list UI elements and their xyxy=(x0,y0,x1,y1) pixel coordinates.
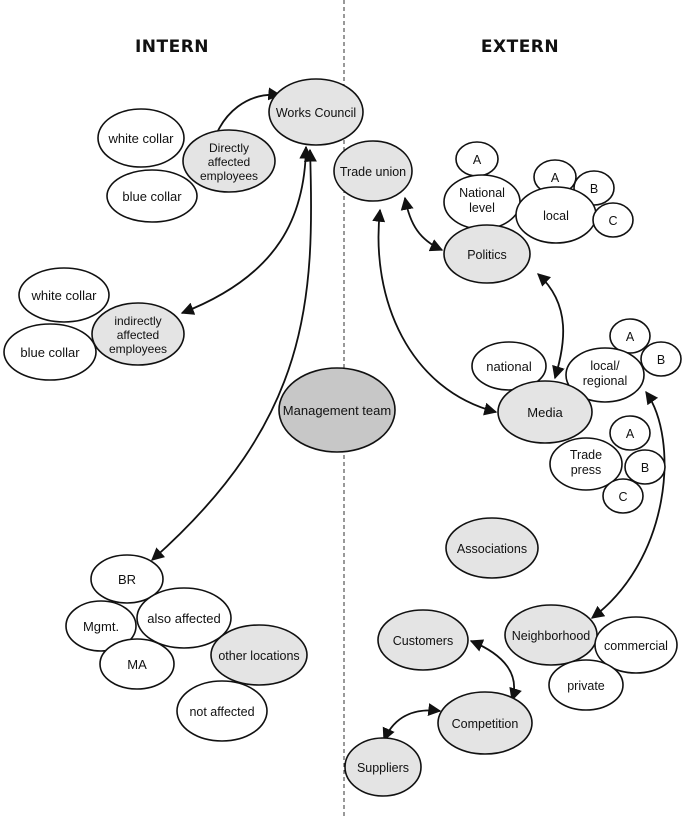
node-br: BR xyxy=(90,554,164,604)
node-management-team-label: Management team xyxy=(283,403,391,418)
node-trade-c-label: C xyxy=(618,490,627,504)
node-white-collar-directly: white collar xyxy=(97,108,185,168)
node-br-label: BR xyxy=(118,572,136,587)
node-commercial-label: commercial xyxy=(604,639,668,653)
node-trade-press: Trade press xyxy=(549,437,623,491)
node-local-regional-line1: local/ xyxy=(590,359,620,373)
node-competition-label: Competition xyxy=(452,717,519,731)
node-trade-press-line1: Trade xyxy=(570,448,602,462)
node-indirectly-affected-employees: indirectly affected employees xyxy=(91,302,185,366)
node-local-regional: local/ regional xyxy=(565,347,645,403)
node-regional-b-label: B xyxy=(657,353,665,367)
arrow-works-council-locations xyxy=(151,148,317,561)
node-politics-a: A xyxy=(455,141,499,177)
node-not-affected-label: not affected xyxy=(189,705,254,719)
arrow-politics-media xyxy=(537,273,565,380)
node-trade-union: Trade union xyxy=(333,140,413,202)
node-competition: Competition xyxy=(437,691,533,755)
node-trade-a-label: A xyxy=(626,427,635,441)
node-management-team: Management team xyxy=(278,367,396,453)
node-regional-b: B xyxy=(640,341,682,377)
node-also-affected: also affected xyxy=(136,587,232,649)
arrow-trade-union-politics xyxy=(400,196,444,252)
node-indirectly-affected-line2: affected xyxy=(117,328,159,342)
node-blue-collar-directly: blue collar xyxy=(106,169,198,223)
node-directly-affected-line3: employees xyxy=(200,169,258,183)
node-associations: Associations xyxy=(445,517,539,579)
node-national-label: national xyxy=(486,359,532,374)
node-other-locations: other locations xyxy=(210,624,308,686)
arrow-suppliers-competition xyxy=(382,703,442,742)
node-trade-union-label: Trade union xyxy=(340,165,406,179)
node-works-council-label: Works Council xyxy=(276,106,356,120)
node-local: local xyxy=(515,186,597,244)
node-national: national xyxy=(471,341,547,391)
node-associations-label: Associations xyxy=(457,542,527,556)
node-mgmt: Mgmt. xyxy=(65,600,137,652)
node-local-c-label: C xyxy=(608,214,617,228)
node-directly-affected-line2: affected xyxy=(208,155,250,169)
node-directly-affected-employees: Directly affected employees xyxy=(182,129,276,193)
node-regional-a: A xyxy=(609,318,651,354)
heading-intern: INTERN xyxy=(135,37,209,57)
node-local-b-label: B xyxy=(590,182,598,196)
node-blue-collar-indirectly-label: blue collar xyxy=(20,345,80,360)
node-local-regional-line2: regional xyxy=(583,374,627,388)
node-local-c: C xyxy=(592,202,634,238)
node-trade-b: B xyxy=(624,449,666,485)
heading-extern: EXTERN xyxy=(481,37,559,57)
node-neighborhood-label: Neighborhood xyxy=(512,629,591,643)
node-other-locations-label: other locations xyxy=(218,649,299,663)
node-suppliers-label: Suppliers xyxy=(357,761,409,775)
node-private: private xyxy=(548,659,624,711)
arrow-local-regional-neighborhood xyxy=(590,390,666,619)
node-local-label: local xyxy=(543,209,569,223)
node-also-affected-label: also affected xyxy=(147,611,220,626)
node-white-collar-indirectly-label: white collar xyxy=(30,288,97,303)
node-blue-collar-directly-label: blue collar xyxy=(122,189,182,204)
node-private-label: private xyxy=(567,679,605,693)
node-neighborhood: Neighborhood xyxy=(504,604,598,666)
node-regional-a-label: A xyxy=(626,330,635,344)
node-trade-c: C xyxy=(602,478,644,514)
node-politics-a-label: A xyxy=(473,153,482,167)
node-politics: Politics xyxy=(443,224,531,284)
node-customers: Customers xyxy=(377,609,469,671)
node-local-a-label: A xyxy=(551,171,560,185)
node-trade-b-label: B xyxy=(641,461,649,475)
node-indirectly-affected-line3: employees xyxy=(109,342,167,356)
arrow-trade-union-media xyxy=(372,208,498,416)
arrow-customers-competition xyxy=(469,639,522,702)
node-works-council: Works Council xyxy=(268,78,364,146)
node-ma: MA xyxy=(99,638,175,690)
node-customers-label: Customers xyxy=(393,634,453,648)
node-blue-collar-indirectly: blue collar xyxy=(3,323,97,381)
node-indirectly-affected-line1: indirectly xyxy=(114,314,161,328)
node-mgmt-label: Mgmt. xyxy=(83,619,119,634)
node-directly-affected-line1: Directly xyxy=(209,141,249,155)
node-media-label: Media xyxy=(527,405,563,420)
node-white-collar-indirectly: white collar xyxy=(18,267,110,323)
node-suppliers: Suppliers xyxy=(344,737,422,797)
node-commercial: commercial xyxy=(594,616,678,674)
node-politics-label: Politics xyxy=(467,248,507,262)
node-national-level-line1: National xyxy=(459,186,505,200)
node-national-level-line2: level xyxy=(469,201,495,215)
node-trade-press-line2: press xyxy=(571,463,602,477)
node-national-level: National level xyxy=(443,174,521,230)
node-media: Media xyxy=(497,380,593,444)
node-not-affected: not affected xyxy=(176,680,268,742)
node-trade-a: A xyxy=(609,415,651,451)
node-ma-label: MA xyxy=(127,657,147,672)
node-white-collar-directly-label: white collar xyxy=(107,131,174,146)
